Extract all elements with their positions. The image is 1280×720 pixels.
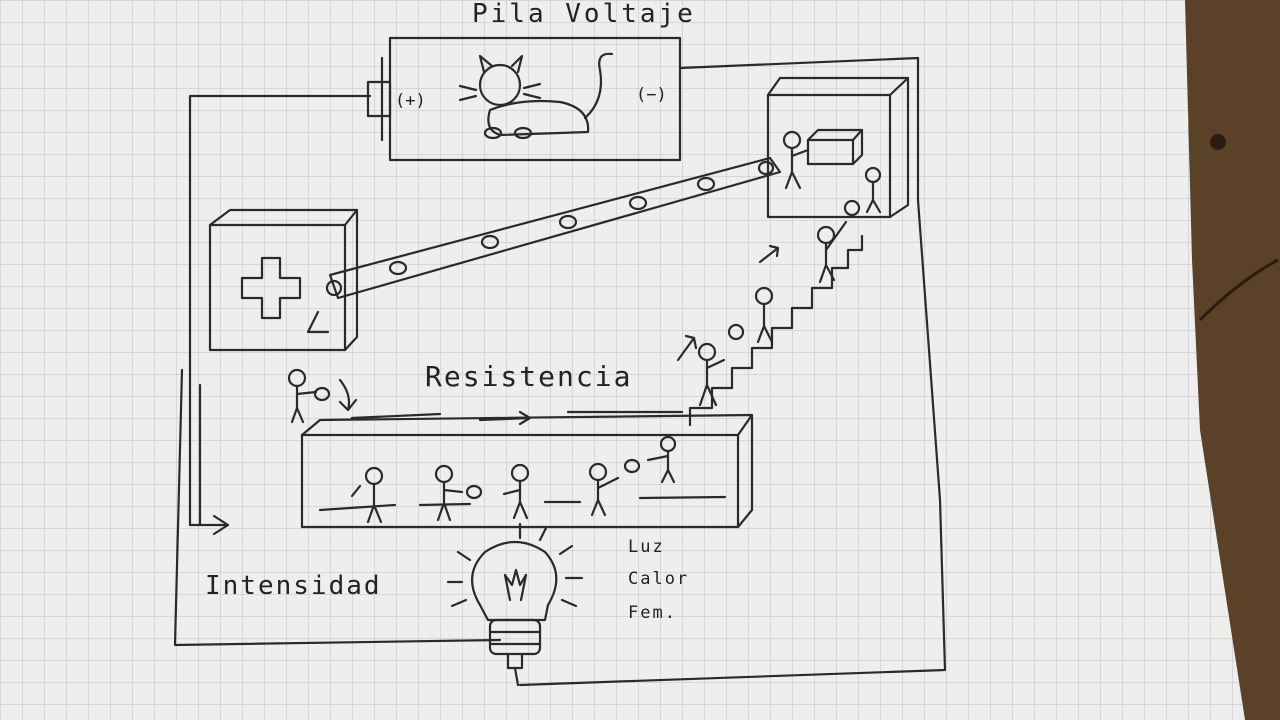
electron (757, 160, 775, 176)
paper-grid (0, 0, 1245, 720)
stick-figure-icon (588, 458, 641, 517)
electrons (325, 160, 775, 297)
electron (325, 279, 343, 297)
stick-figure-icon (350, 466, 384, 524)
stick-figure-icon (434, 464, 483, 522)
staircase (676, 199, 864, 427)
lightbulb-icon (446, 522, 584, 687)
stick-figure-icon (502, 463, 530, 520)
bulb-output-emf: Fem. (628, 603, 677, 623)
resistance-channel (300, 413, 754, 529)
electron (480, 234, 500, 250)
electron (558, 214, 578, 230)
intensity-label: Intensidad (205, 571, 382, 601)
climb-arrow (676, 334, 698, 362)
battery-terminal (366, 80, 392, 118)
wire-left (188, 94, 372, 527)
stick-figure-icon (864, 166, 882, 214)
negative-terminal-box (766, 76, 910, 219)
stick-figure-icon (697, 323, 745, 407)
entry-arrow (306, 310, 330, 334)
stick-figure-icon (646, 435, 677, 484)
table-crack (1198, 258, 1279, 322)
electron (696, 176, 716, 192)
battery (366, 36, 682, 162)
resistance-label: Resistencia (425, 360, 632, 393)
bulb-output-light: Luz (628, 537, 665, 557)
wire-right (518, 56, 947, 687)
electron (628, 195, 648, 211)
climb-arrow (758, 244, 780, 264)
cat-icon (458, 52, 614, 140)
negative-label: (−) (636, 85, 667, 105)
falling-arrow (338, 378, 358, 412)
bulb-output-heat: Calor (628, 569, 689, 589)
table-knot (1210, 134, 1226, 150)
stick-figure-icon (754, 286, 774, 344)
stick-figure-icon (816, 199, 861, 284)
resistance-arrow (350, 410, 684, 426)
title-label: Pila Voltaje (472, 0, 696, 29)
positive-label: (+) (395, 91, 426, 111)
electron (388, 260, 408, 276)
intensity-arrow-head (212, 514, 230, 536)
stick-figure-icon (782, 130, 810, 190)
wire-bottom-left (173, 368, 502, 647)
box-icon (806, 128, 864, 166)
plus-icon (240, 256, 302, 320)
electron-tube (325, 156, 782, 300)
stick-figure-icon (287, 368, 331, 424)
positive-terminal-box (208, 208, 359, 352)
